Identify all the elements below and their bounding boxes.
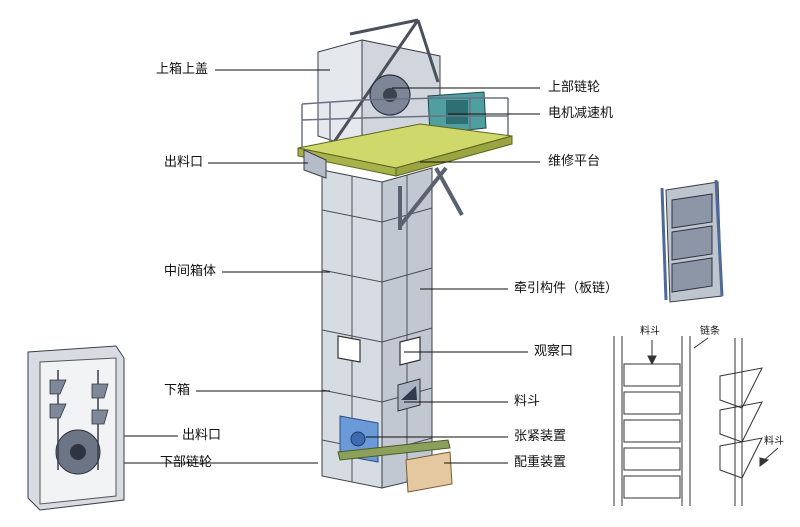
support-struts — [398, 166, 464, 230]
label-outlet-upper: 出料口 — [164, 155, 204, 170]
label-upper-sprocket: 上部链轮 — [548, 80, 601, 95]
sketch-label-bucket-side: 料斗 — [764, 436, 784, 447]
label-lower-casing: 下箱 — [164, 383, 191, 398]
inset-line-sketch — [613, 336, 779, 506]
label-lower-sprocket: 下部链轮 — [160, 455, 213, 470]
head-section — [297, 18, 513, 179]
elevator-column — [321, 167, 453, 493]
label-middle-casing: 中间箱体 — [164, 264, 217, 279]
label-bucket: 料斗 — [514, 394, 541, 409]
label-maintenance-platform: 维修平台 — [548, 154, 601, 169]
label-observation-port: 观察口 — [534, 344, 574, 359]
label-motor-reducer: 电机减速机 — [548, 106, 614, 121]
inset-chain-buckets — [660, 179, 724, 303]
sketch-label-bucket-top: 料斗 — [640, 326, 660, 337]
sketch-label-chain: 链条 — [700, 326, 720, 337]
leader-lines — [100, 69, 540, 464]
label-outlet-lower: 出料口 — [182, 428, 222, 443]
inset-lower-casing — [27, 345, 125, 511]
label-tensioning-device: 张紧装置 — [514, 429, 567, 444]
label-counterweight-device: 配重装置 — [514, 455, 567, 470]
label-top-cover: 上箱上盖 — [156, 62, 209, 77]
label-traction-member: 牵引构件（板链） — [514, 281, 619, 296]
